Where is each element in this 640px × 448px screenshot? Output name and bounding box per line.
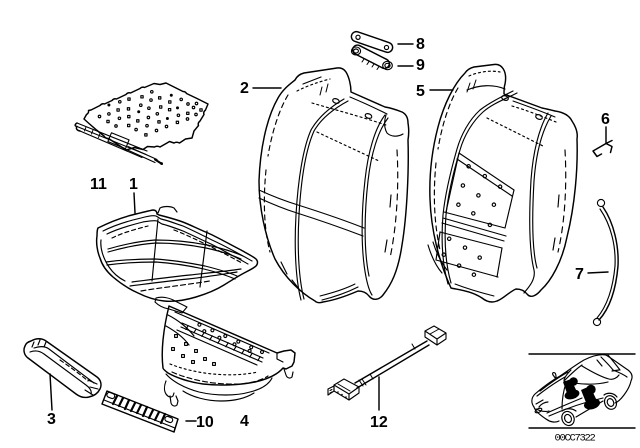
svg-text:5: 5: [416, 83, 425, 100]
svg-text:2: 2: [240, 80, 249, 97]
svg-text:9: 9: [416, 57, 425, 74]
svg-text:00CC7322: 00CC7322: [555, 433, 596, 445]
svg-text:6: 6: [601, 111, 610, 128]
svg-text:7: 7: [575, 266, 584, 283]
svg-text:10: 10: [196, 414, 214, 431]
svg-text:4: 4: [240, 413, 249, 430]
svg-text:3: 3: [47, 411, 56, 428]
svg-text:12: 12: [370, 414, 388, 431]
svg-text:1: 1: [129, 176, 138, 193]
svg-text:8: 8: [416, 36, 425, 53]
svg-text:11: 11: [90, 176, 107, 193]
